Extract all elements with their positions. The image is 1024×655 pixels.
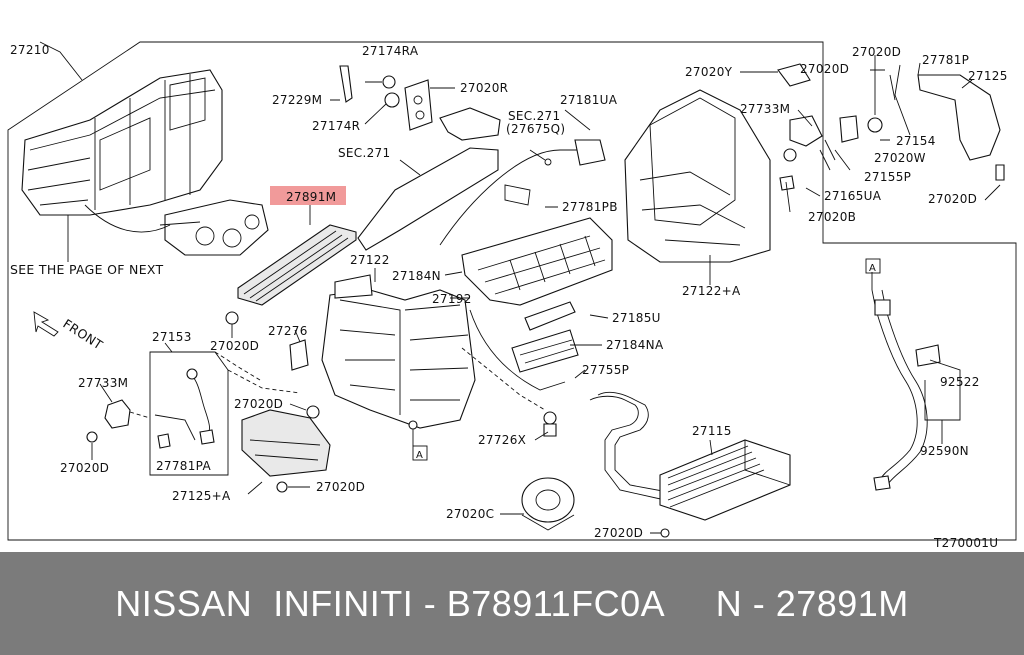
footer-bar: NISSAN INFINITI - B78911FC0A N - 27891M: [0, 552, 1024, 655]
actuator-left: [104, 399, 131, 429]
label-27122A: 27122+A: [682, 284, 741, 298]
harness-frame: [149, 351, 229, 476]
harness-wire: [154, 371, 210, 441]
front-arrow-icon: [33, 311, 59, 337]
label-27020D-bottom-left: 27020D: [60, 461, 109, 475]
ref-a-bottom-text: A: [416, 450, 423, 461]
label-27122: 27122: [350, 253, 390, 267]
note-see-page-of-next: SEE THE PAGE OF NEXT: [10, 262, 164, 277]
diagram-frame: [7, 41, 1017, 541]
leader-27210: [39, 41, 83, 81]
label-27755P: 27755P: [582, 363, 629, 377]
label-27020Y: 27020Y: [685, 65, 733, 79]
label-27184NA: 27184NA: [606, 338, 664, 352]
drain-hose: [871, 272, 961, 491]
label-27020R: 27020R: [460, 81, 508, 95]
label-27154: 27154: [896, 134, 936, 148]
label-27020D-bottom: 27020D: [594, 526, 643, 540]
label-27181UA: 27181UA: [560, 93, 618, 107]
label-27020W: 27020W: [874, 151, 926, 165]
label-27020D-top-a: 27020D: [800, 62, 849, 76]
filter-label-highlight: [270, 186, 346, 205]
label-27020C: 27020C: [446, 507, 494, 521]
blower-small-parts: [330, 65, 501, 141]
label-sec271-upper: SEC.271: [508, 109, 560, 123]
label-27020D-bottom-mid: 27020D: [316, 480, 365, 494]
label-27185U: 27185U: [612, 311, 661, 325]
intake-unit-assembly: [624, 63, 1005, 263]
ref-box-a-bottom: [412, 445, 428, 461]
cabin-air-filter: [237, 224, 357, 306]
label-27210: 27210: [10, 43, 50, 57]
ref-box-a-right: [865, 258, 881, 274]
label-27733M-left: 27733M: [78, 376, 128, 390]
evaporator-core: [461, 217, 613, 437]
label-sec271-lower: SEC.271: [338, 146, 390, 160]
side-duct: [357, 147, 499, 251]
label-27726X: 27726X: [478, 433, 526, 447]
ref-a-right-text: A: [869, 263, 876, 274]
label-27020D-top-b: 27020D: [852, 45, 901, 59]
blower-unit: [225, 274, 476, 430]
label-27733M-right: 27733M: [740, 102, 790, 116]
label-27781PA: 27781PA: [156, 459, 211, 473]
label-27125A: 27125+A: [172, 489, 231, 503]
label-27020B: 27020B: [808, 210, 856, 224]
heater-unit-assembly: [21, 69, 269, 256]
label-27174R: 27174R: [312, 119, 360, 133]
label-92590N: 92590N: [920, 444, 969, 458]
part-number-caption: NISSAN INFINITI - B78911FC0A N - 27891M: [115, 582, 909, 624]
front-label: FRONT: [60, 316, 105, 353]
diagram-code: T270001U: [933, 536, 998, 550]
label-27020D-mid-left: 27020D: [210, 339, 259, 353]
label-27891M: 27891M: [286, 190, 336, 204]
label-27174RA: 27174RA: [362, 44, 419, 58]
label-27165UA: 27165UA: [824, 189, 882, 203]
label-27781P: 27781P: [922, 53, 969, 67]
label-27155P: 27155P: [864, 170, 911, 184]
label-27675Q: (27675Q): [506, 122, 565, 136]
label-92522: 92522: [940, 375, 980, 389]
label-27153: 27153: [152, 330, 192, 344]
label-27020D-right: 27020D: [928, 192, 977, 206]
blower-motor: [500, 477, 575, 531]
heater-core: [589, 391, 791, 538]
sensor-wire: [439, 149, 600, 246]
label-27229M: 27229M: [272, 93, 322, 107]
label-27781PB: 27781PB: [562, 200, 618, 214]
label-27276: 27276: [268, 324, 308, 338]
label-27192: 27192: [432, 292, 472, 306]
parts-diagram: 27210 27174RA 27229M 27020R 27174R SEC.2…: [7, 41, 1017, 550]
label-27125: 27125: [968, 69, 1008, 83]
label-27020D-mid: 27020D: [234, 397, 283, 411]
label-27115: 27115: [692, 424, 732, 438]
label-27184N: 27184N: [392, 269, 441, 283]
